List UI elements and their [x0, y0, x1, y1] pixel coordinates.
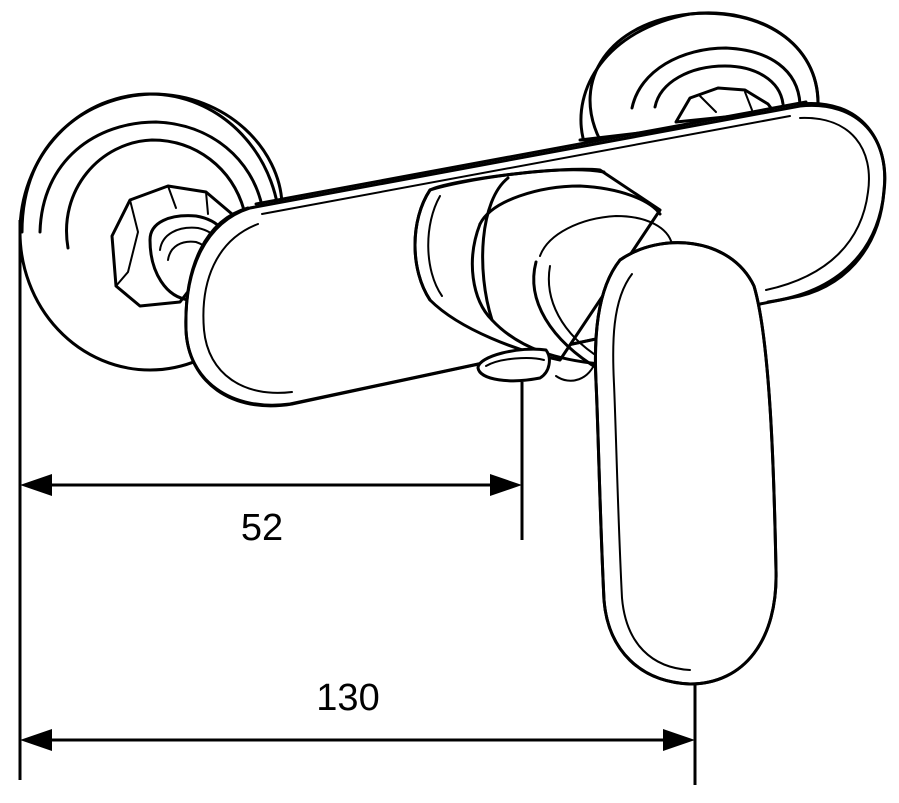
- inner-left-arrow: [20, 474, 52, 496]
- outer-dimension-label: 130: [316, 677, 379, 719]
- inner-right-arrow: [490, 474, 522, 496]
- lever-handle: [555, 241, 778, 686]
- inner-dimension-label: 52: [241, 507, 283, 549]
- outer-right-arrow: [663, 729, 695, 751]
- dimension-lines: 52 130: [18, 220, 697, 785]
- outlet-nozzle: [476, 347, 551, 383]
- outer-left-arrow: [20, 729, 52, 751]
- cartridge-housing: [413, 167, 673, 372]
